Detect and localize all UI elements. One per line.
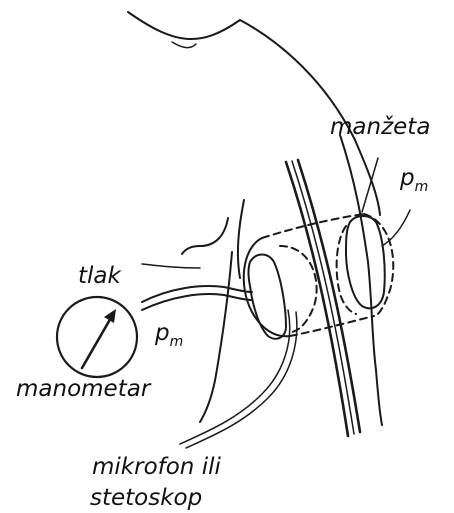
armpit-contour xyxy=(182,218,228,254)
label-tlak: tlak xyxy=(78,263,123,289)
arm-outline-inner xyxy=(200,252,232,422)
gauge-needle xyxy=(82,316,112,368)
right-bladder xyxy=(346,216,385,308)
shoulder-contour xyxy=(172,42,196,48)
left-bladder xyxy=(249,255,287,339)
label-mikrofon: mikrofon ili xyxy=(92,454,221,480)
label-stetoskop: stetoskop xyxy=(90,485,202,511)
leader-pm-right xyxy=(382,210,410,246)
arm-outline-outer xyxy=(340,135,382,425)
gauge-dial xyxy=(57,297,137,377)
body-contour xyxy=(238,200,244,278)
label-pm-right: pm xyxy=(399,165,428,195)
artery-left-wall xyxy=(286,162,348,436)
manometer-gauge xyxy=(57,297,137,377)
stethoscope-tube-inner xyxy=(186,312,297,448)
label-manometar: manometar xyxy=(16,376,152,402)
pressure-tube-lower xyxy=(142,294,252,310)
label-manzeta: manžeta xyxy=(330,114,430,140)
leader-manzeta xyxy=(362,158,378,212)
label-pm-left: pm xyxy=(154,320,183,350)
leader-tlak xyxy=(142,264,200,268)
